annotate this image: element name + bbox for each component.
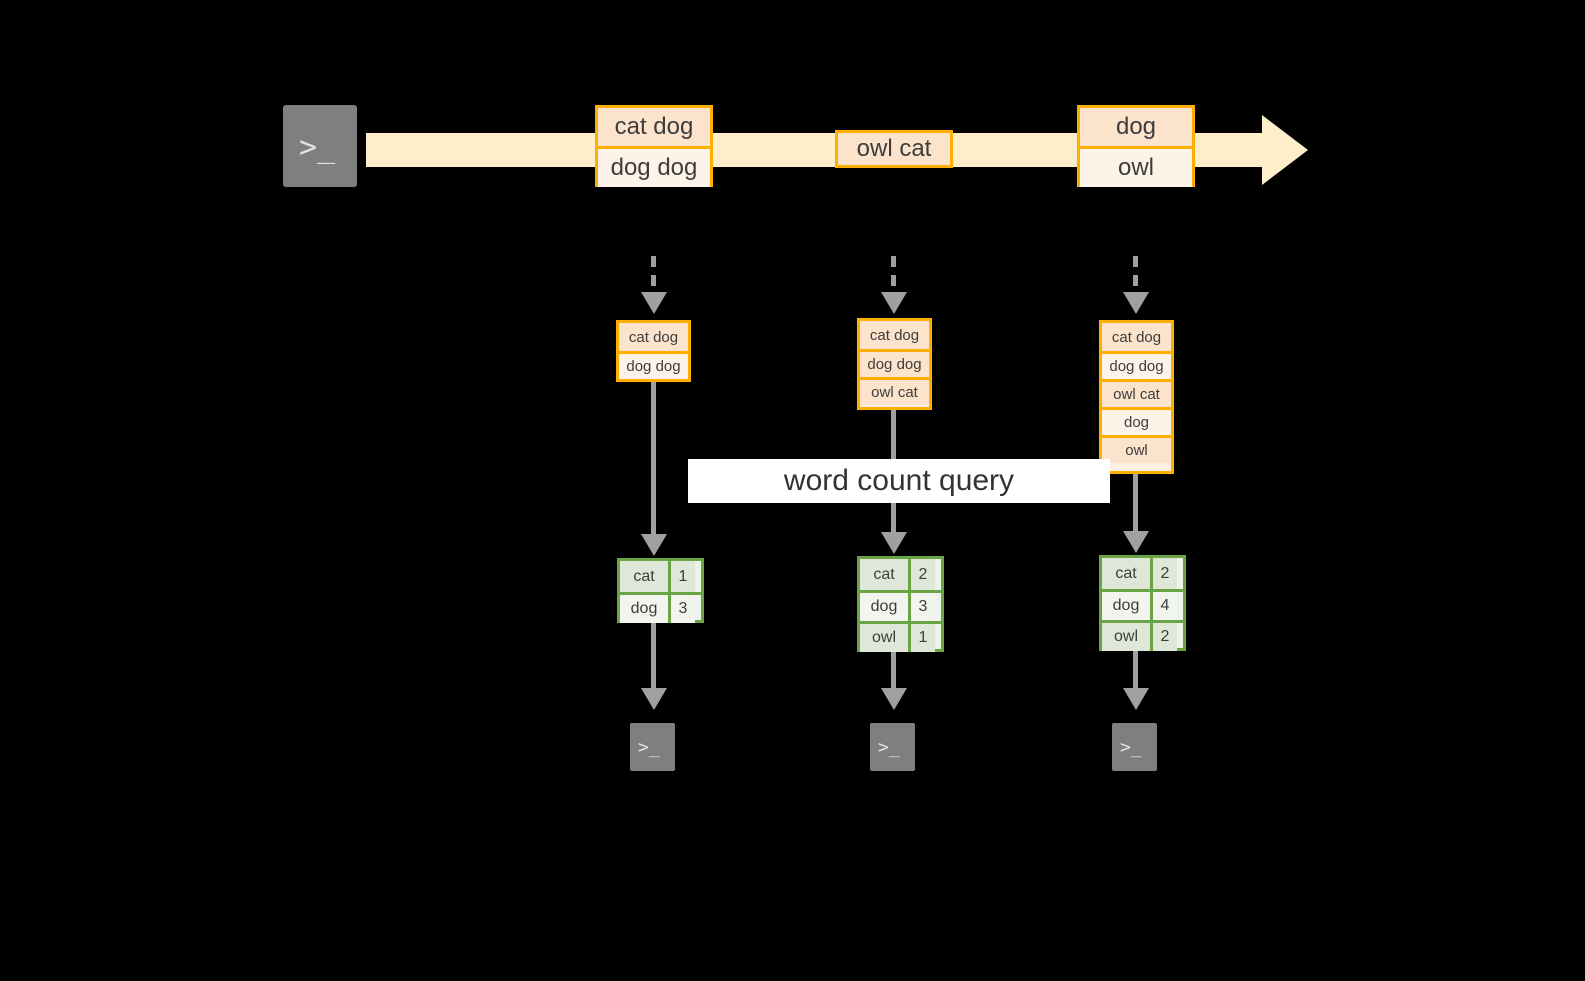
snapshot-line: owl	[1102, 435, 1171, 463]
stream-event-box[interactable]: owl cat	[835, 130, 953, 168]
result-word: dog	[1102, 592, 1150, 620]
table-row: dog 3	[620, 592, 701, 623]
terminal-prompt-glyph: >_	[878, 737, 900, 758]
connector-arrowhead-icon	[881, 688, 907, 710]
table-row: dog 3	[860, 590, 941, 621]
stream-event-box[interactable]: dog owl	[1077, 105, 1195, 187]
result-to-sink-connector	[1133, 651, 1138, 692]
result-word: dog	[620, 595, 668, 623]
result-word: cat	[1102, 558, 1150, 589]
stream-event-line: owl	[1080, 146, 1192, 187]
stream-to-snapshot-connector	[651, 256, 656, 294]
connector-arrowhead-icon	[641, 534, 667, 556]
table-row: cat 1	[620, 561, 701, 592]
result-count: 1	[908, 624, 935, 652]
result-word: cat	[860, 559, 908, 590]
source-terminal-icon: >_	[274, 96, 366, 196]
stream-to-snapshot-connector	[891, 256, 896, 294]
table-row: dog 4	[1102, 589, 1183, 620]
stream-event-line: owl cat	[838, 133, 950, 165]
result-count: 2	[1150, 558, 1177, 589]
snapshot-box[interactable]: cat dog dog dog owl cat	[857, 318, 932, 410]
connector-arrowhead-icon	[1123, 531, 1149, 553]
snapshot-box[interactable]: cat dog dog dog	[616, 320, 691, 382]
connector-arrowhead-icon	[641, 292, 667, 314]
stream-event-box[interactable]: cat dog dog dog	[595, 105, 713, 187]
table-row: cat 2	[1102, 558, 1183, 589]
result-count: 2	[908, 559, 935, 590]
stream-to-snapshot-connector	[1133, 256, 1138, 294]
terminal-prompt-glyph: >_	[638, 737, 660, 758]
snapshot-line: cat dog	[1102, 323, 1171, 351]
sink-terminal-icon: >_	[623, 716, 682, 778]
sink-terminal-icon: >_	[863, 716, 922, 778]
query-label: word count query	[688, 459, 1110, 503]
result-count: 3	[908, 593, 935, 621]
result-count: 3	[668, 595, 695, 623]
table-row: owl 1	[860, 621, 941, 652]
result-word: cat	[620, 561, 668, 592]
connector-arrowhead-icon	[1123, 688, 1149, 710]
result-to-sink-connector	[651, 623, 656, 691]
stream-arrow-right-icon	[1262, 115, 1308, 185]
snapshot-line: cat dog	[860, 321, 929, 349]
connector-arrowhead-icon	[881, 532, 907, 554]
result-table[interactable]: cat 2 dog 3 owl 1	[857, 556, 944, 652]
result-count: 2	[1150, 623, 1177, 651]
result-word: owl	[860, 624, 908, 652]
snapshot-line: dog dog	[860, 349, 929, 377]
stream-event-line: dog dog	[598, 146, 710, 187]
connector-arrowhead-icon	[881, 292, 907, 314]
result-count: 1	[668, 561, 695, 592]
result-count: 4	[1150, 592, 1177, 620]
result-to-sink-connector	[891, 652, 896, 692]
sink-terminal-icon: >_	[1105, 716, 1164, 778]
snapshot-line: owl cat	[860, 377, 929, 405]
snapshot-line: dog dog	[1102, 351, 1171, 379]
terminal-prompt-glyph: >_	[1120, 737, 1142, 758]
result-table[interactable]: cat 2 dog 4 owl 2	[1099, 555, 1186, 651]
snapshot-line: dog	[1102, 407, 1171, 435]
table-row: cat 2	[860, 559, 941, 590]
snapshot-line: owl cat	[1102, 379, 1171, 407]
result-word: dog	[860, 593, 908, 621]
snapshot-to-result-connector	[651, 382, 656, 537]
result-table[interactable]: cat 1 dog 3	[617, 558, 704, 623]
snapshot-line: cat dog	[619, 323, 688, 351]
connector-arrowhead-icon	[641, 688, 667, 710]
snapshot-line: dog dog	[619, 351, 688, 379]
terminal-prompt-glyph: >_	[299, 130, 336, 165]
stream-event-line: dog	[1080, 108, 1192, 146]
result-word: owl	[1102, 623, 1150, 651]
connector-arrowhead-icon	[1123, 292, 1149, 314]
snapshot-to-result-connector	[1133, 474, 1138, 534]
table-row: owl 2	[1102, 620, 1183, 651]
query-label-text: word count query	[783, 464, 1015, 497]
snapshot-box[interactable]: cat dog dog dog owl cat dog owl	[1099, 320, 1174, 474]
stream-event-line: cat dog	[598, 108, 710, 146]
